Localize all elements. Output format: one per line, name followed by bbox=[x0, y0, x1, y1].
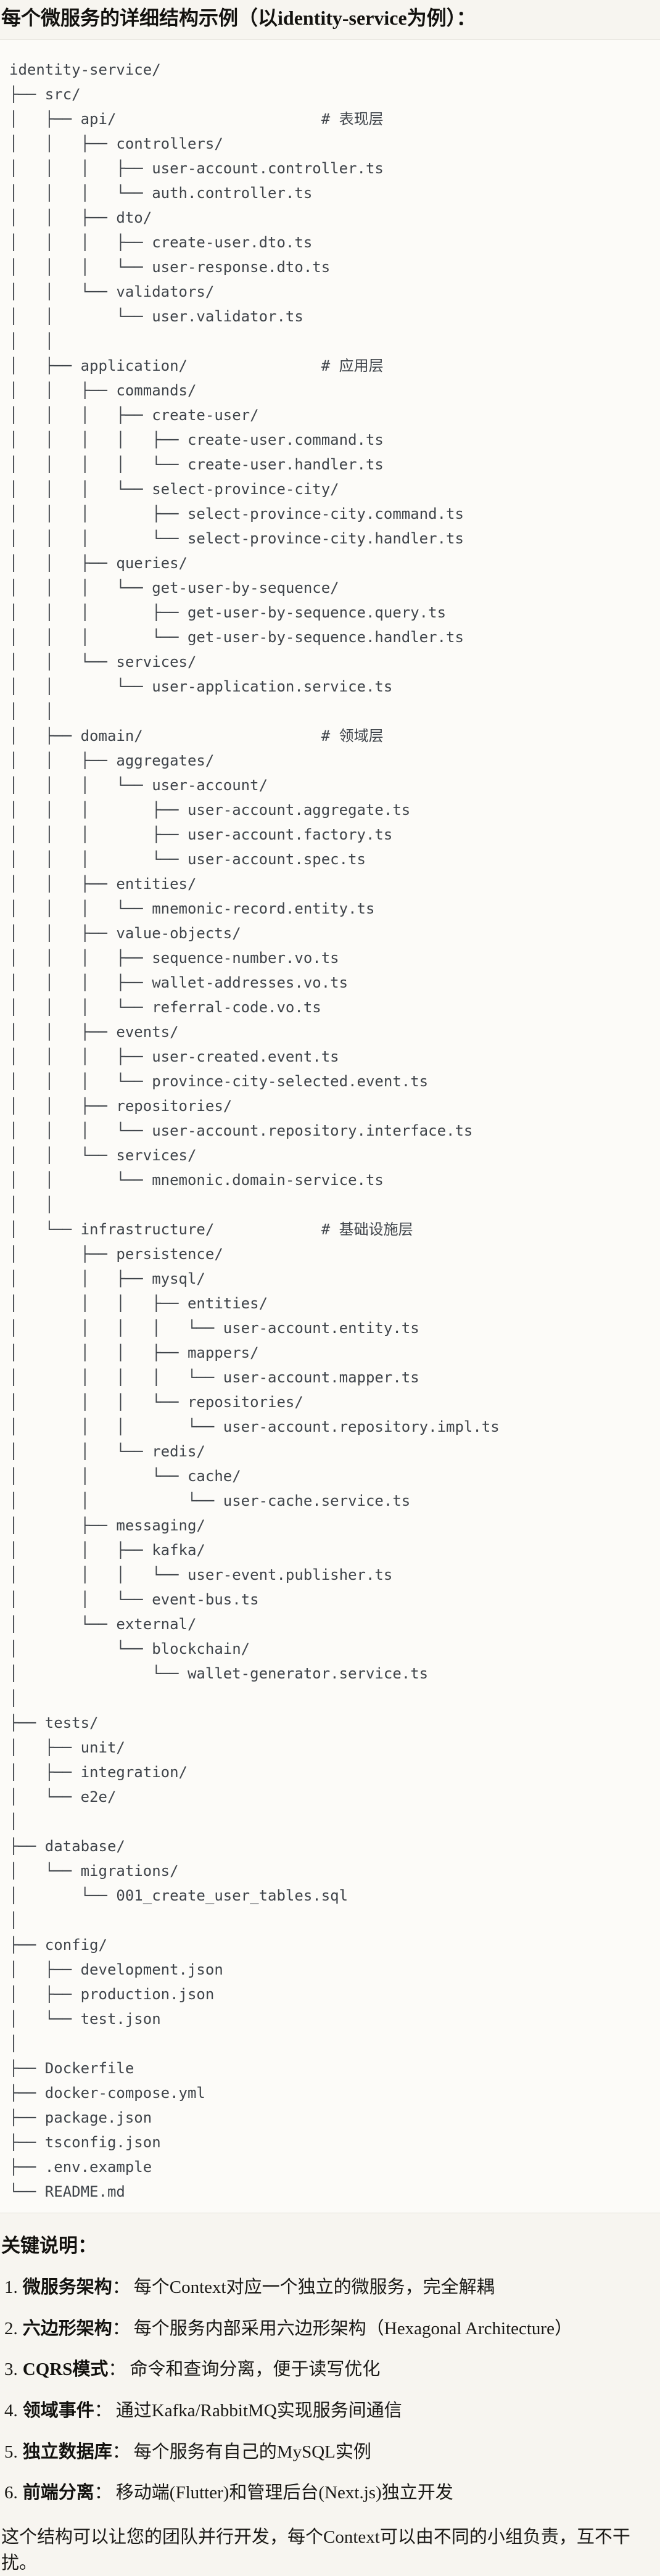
note-number: 3. bbox=[4, 2359, 18, 2380]
note-colon: ： bbox=[94, 2401, 112, 2421]
note-colon: ： bbox=[94, 2483, 112, 2503]
note-number: 1. bbox=[4, 2277, 18, 2298]
note-label: 六边形架构 bbox=[22, 2318, 112, 2339]
note-number: 2. bbox=[4, 2318, 18, 2339]
note-number: 4. bbox=[4, 2401, 18, 2421]
note-label: 前端分离 bbox=[22, 2483, 94, 2503]
note-item-microservice: 1.微服务架构：每个Context对应一个独立的微服务，完全解耦 bbox=[4, 2275, 659, 2300]
note-label: 领域事件 bbox=[22, 2401, 94, 2421]
note-text: 每个服务内部采用六边形架构（Hexagonal Architecture） bbox=[133, 2318, 572, 2339]
note-text: 命令和查询分离，便于读写优化 bbox=[130, 2359, 381, 2380]
note-text: 每个Context对应一个独立的微服务，完全解耦 bbox=[133, 2277, 495, 2298]
note-label: 独立数据库 bbox=[22, 2442, 112, 2462]
note-text: 每个服务有自己的MySQL实例 bbox=[133, 2442, 371, 2462]
note-item-hexagonal: 2.六边形架构：每个服务内部采用六边形架构（Hexagonal Architec… bbox=[4, 2316, 659, 2342]
note-label: 微服务架构 bbox=[22, 2277, 112, 2298]
code-block-directory-tree: identity-service/ ├── src/ │ ├── api/ # … bbox=[0, 39, 660, 2214]
note-text: 移动端(Flutter)和管理后台(Next.js)独立开发 bbox=[115, 2483, 453, 2503]
notes-list: 1.微服务架构：每个Context对应一个独立的微服务，完全解耦 2.六边形架构… bbox=[1, 2275, 659, 2506]
note-number: 5. bbox=[4, 2442, 18, 2462]
page-title: 每个微服务的详细结构示例（以identity-service为例）： bbox=[1, 7, 476, 29]
note-colon: ： bbox=[112, 2442, 130, 2462]
note-item-independent-db: 5.独立数据库：每个服务有自己的MySQL实例 bbox=[4, 2440, 659, 2465]
notes-heading: 关键说明： bbox=[1, 2235, 97, 2257]
note-label: CQRS模式 bbox=[22, 2359, 109, 2380]
note-text: 通过Kafka/RabbitMQ实现服务间通信 bbox=[115, 2401, 402, 2421]
note-colon: ： bbox=[108, 2359, 126, 2380]
note-item-domain-events: 4.领域事件：通过Kafka/RabbitMQ实现服务间通信 bbox=[4, 2398, 659, 2424]
note-item-frontend-split: 6.前端分离：移动端(Flutter)和管理后台(Next.js)独立开发 bbox=[4, 2480, 659, 2506]
note-colon: ： bbox=[112, 2277, 130, 2298]
note-colon: ： bbox=[112, 2318, 130, 2339]
notes-section: 关键说明： 1.微服务架构：每个Context对应一个独立的微服务，完全解耦 2… bbox=[0, 2233, 660, 2576]
note-number: 6. bbox=[4, 2483, 18, 2503]
notes-footer: 这个结构可以让您的团队并行开发，每个Context可以由不同的小组负责，互不干扰… bbox=[1, 2527, 630, 2573]
note-item-cqrs: 3.CQRS模式：命令和查询分离，便于读写优化 bbox=[4, 2357, 659, 2382]
